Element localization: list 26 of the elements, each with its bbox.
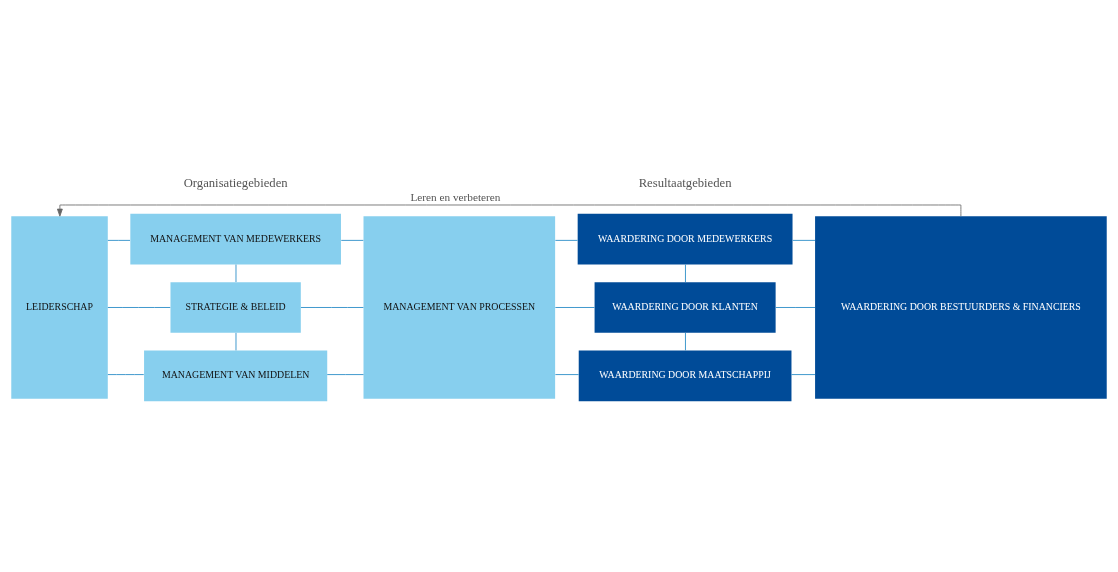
node-box: MANAGEMENT VAN PROCESSEN [363,216,556,399]
node-box: MANAGEMENT VAN MIDDELEN [144,350,328,402]
connector [107,374,145,375]
connector [340,239,364,241]
connector [107,239,131,241]
connector [300,307,364,308]
connector [554,239,578,241]
connector [554,307,595,308]
node-box: WAARDERING DOOR BESTUURDERS & FINANCIERS [815,216,1107,399]
connector [685,264,686,283]
connector [107,307,171,308]
node-box: MANAGEMENT VAN MEDEWERKERS [130,213,341,265]
connector [791,374,816,375]
label: Resultaatgebieden [638,175,732,190]
node-box: WAARDERING DOOR KLANTEN [594,282,776,333]
connector [775,307,816,308]
connector [554,374,580,375]
node-box: WAARDERING DOOR MEDEWERKERS [577,213,793,265]
node-box: STRATEGIE & BELEID [170,282,301,333]
label: Organisatiegebieden [183,175,288,190]
node-box: WAARDERING DOOR MAATSCHAPPIJ [578,350,792,402]
connector [685,332,686,351]
connector [326,374,364,375]
node-box: LEIDERSCHAP [11,216,108,399]
connector [792,239,816,241]
edge-label: Leren en verbeteren [410,191,501,204]
